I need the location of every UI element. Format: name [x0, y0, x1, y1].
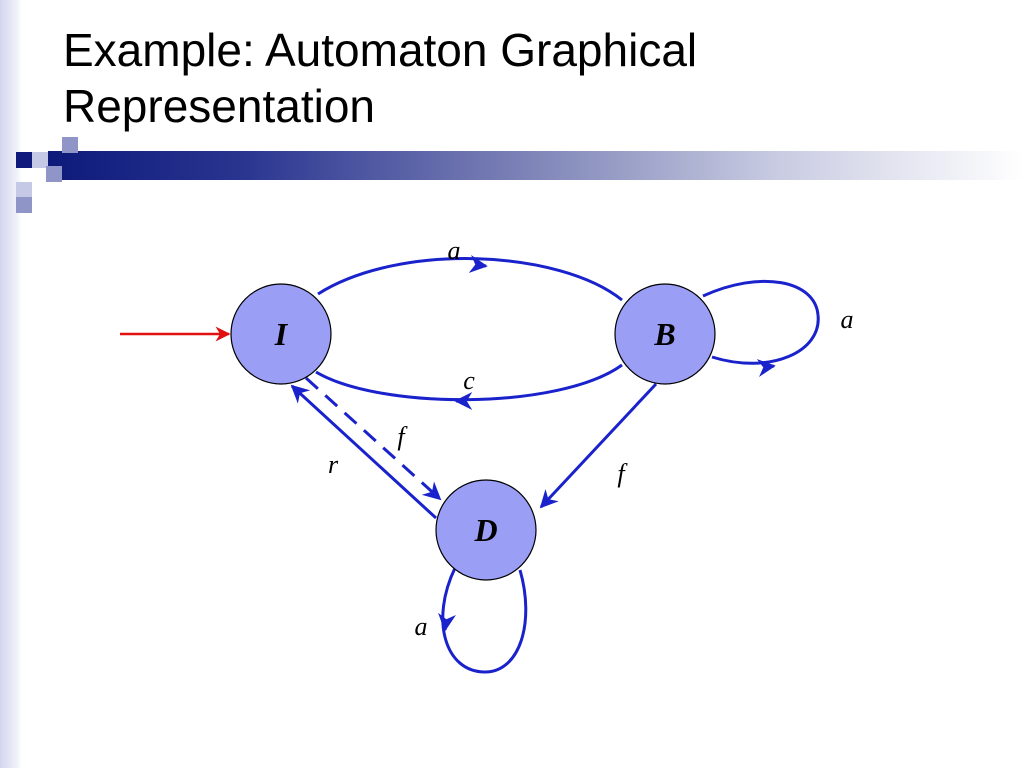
decor-square	[32, 152, 48, 168]
transition-label-B-I: c	[463, 366, 475, 395]
title-line-2: Representation	[63, 80, 375, 132]
state-B	[614, 283, 716, 385]
transition-label-D-I: r	[328, 450, 339, 479]
state-label-B: B	[653, 316, 675, 352]
state-D	[435, 479, 537, 581]
transition-label-D-D: a	[415, 612, 428, 641]
transition-edge-I-D	[304, 376, 442, 501]
transition-edge-D-I	[290, 384, 438, 520]
title-line-1: Example: Automaton Graphical	[63, 24, 698, 76]
decor-square	[62, 137, 78, 153]
transition-edge-I-B	[317, 257, 623, 302]
decor-square	[16, 197, 32, 213]
transition-edge-D-D	[441, 567, 528, 674]
transition-label-B-B: a	[841, 305, 854, 334]
state-I	[230, 283, 332, 385]
state-label-I: I	[274, 316, 289, 352]
transition-edge-B-D	[539, 382, 658, 509]
state-label-D: D	[473, 512, 497, 548]
decor-square	[46, 166, 62, 182]
transition-label-I-B: a	[448, 236, 461, 265]
transition-label-B-D: f	[617, 459, 628, 488]
transition-label-I-D: f	[397, 422, 408, 451]
transition-arrowhead	[756, 359, 776, 377]
transition-arrowhead	[438, 612, 456, 632]
transition-arrowhead	[468, 255, 488, 273]
transition-edge-B-B	[702, 279, 820, 365]
slide-title: Example: Automaton Graphical Representat…	[63, 22, 963, 134]
decor-square	[16, 182, 32, 198]
decor-square	[16, 152, 32, 168]
title-rule	[48, 151, 1024, 180]
